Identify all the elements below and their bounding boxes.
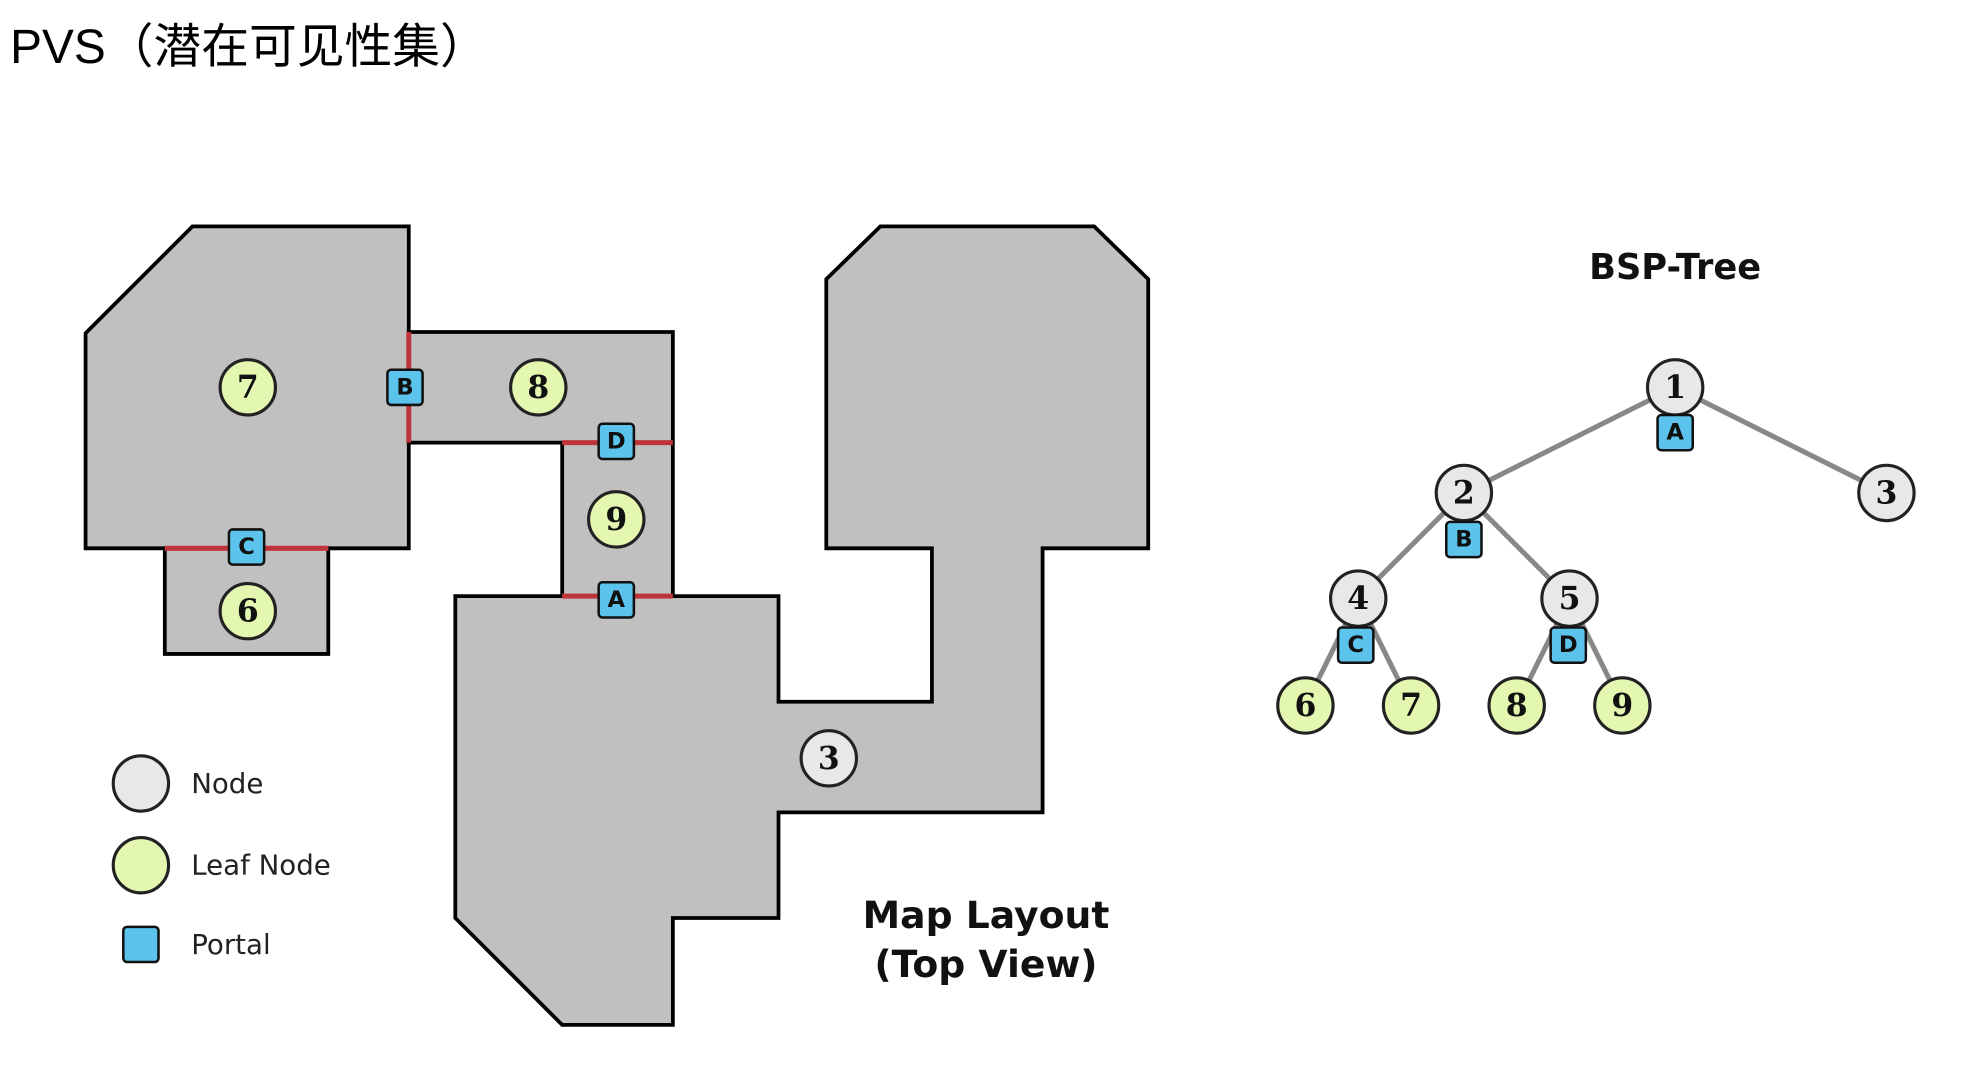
svg-text:5: 5 bbox=[1559, 580, 1581, 617]
legend-leaf-label: Leaf Node bbox=[191, 849, 331, 882]
map-leaf-6: 6 bbox=[218, 581, 278, 641]
svg-text:8: 8 bbox=[527, 369, 549, 406]
svg-text:9: 9 bbox=[605, 501, 627, 538]
tree-node-1: 1 bbox=[1645, 358, 1705, 417]
tree-node-2: 2 bbox=[1434, 463, 1494, 523]
svg-text:A: A bbox=[608, 587, 626, 613]
room-3 bbox=[453, 224, 1151, 1027]
tree-leaf-8: 8 bbox=[1487, 676, 1546, 735]
svg-text:6: 6 bbox=[237, 593, 259, 630]
tree-leaf-9: 9 bbox=[1593, 676, 1652, 735]
legend-node-icon bbox=[111, 754, 171, 813]
edge-1-2 bbox=[1462, 385, 1677, 496]
legend-leaf-icon bbox=[111, 835, 171, 895]
map-leaf-8: 8 bbox=[509, 358, 568, 417]
map-node-3: 3 bbox=[799, 729, 859, 788]
svg-text:C: C bbox=[1347, 632, 1364, 658]
svg-text:7: 7 bbox=[237, 369, 259, 406]
tree-leaf-6: 6 bbox=[1276, 676, 1335, 735]
svg-text:9: 9 bbox=[1611, 687, 1633, 724]
map-title-line2: (Top View) bbox=[874, 942, 1097, 986]
svg-text:B: B bbox=[1455, 527, 1472, 553]
legend-portal-label: Portal bbox=[191, 928, 270, 961]
svg-text:2: 2 bbox=[1453, 474, 1475, 511]
tree-portal-d: D bbox=[1549, 626, 1588, 664]
map-leaf-7: 7 bbox=[218, 358, 278, 417]
svg-text:D: D bbox=[1559, 632, 1578, 658]
bsp-tree-title: BSP-Tree bbox=[1589, 247, 1761, 288]
map-portal-b: B bbox=[386, 368, 424, 407]
svg-text:7: 7 bbox=[1400, 687, 1422, 724]
svg-text:A: A bbox=[1666, 420, 1684, 446]
svg-text:D: D bbox=[607, 428, 626, 454]
legend-node-label: Node bbox=[191, 767, 263, 800]
svg-text:3: 3 bbox=[1875, 474, 1897, 511]
map-portal-d: D bbox=[597, 422, 636, 461]
map-portal-c: C bbox=[227, 528, 266, 566]
tree-portal-a: A bbox=[1656, 413, 1695, 452]
edge-1-3 bbox=[1674, 385, 1888, 496]
tree-portal-b: B bbox=[1445, 520, 1483, 559]
svg-text:4: 4 bbox=[1347, 580, 1369, 617]
legend: Node Leaf Node Portal bbox=[111, 754, 331, 964]
svg-text:C: C bbox=[238, 534, 255, 560]
svg-text:8: 8 bbox=[1506, 687, 1528, 724]
tree-node-5: 5 bbox=[1540, 569, 1599, 628]
legend-portal-icon bbox=[122, 925, 160, 964]
map-leaf-9: 9 bbox=[587, 490, 646, 549]
svg-text:1: 1 bbox=[1664, 369, 1686, 406]
tree-leaf-7: 7 bbox=[1381, 676, 1441, 735]
map-title-line1: Map Layout bbox=[863, 893, 1110, 937]
page-title: PVS（潜在可见性集） bbox=[10, 21, 488, 74]
tree-node-3: 3 bbox=[1857, 463, 1916, 523]
svg-text:6: 6 bbox=[1294, 687, 1316, 724]
svg-text:3: 3 bbox=[818, 740, 840, 777]
tree-node-4: 4 bbox=[1329, 569, 1388, 628]
svg-text:B: B bbox=[396, 374, 413, 400]
map-portal-a: A bbox=[597, 581, 636, 619]
bsp-tree: BSP-Tree 1 2 3 4 5 6 7 8 9 A B C D bbox=[1276, 247, 1916, 735]
map-layout: 7 8 9 6 3 B D C A Map Layout (Top View) bbox=[83, 224, 1151, 1027]
tree-portal-c: C bbox=[1336, 626, 1375, 664]
